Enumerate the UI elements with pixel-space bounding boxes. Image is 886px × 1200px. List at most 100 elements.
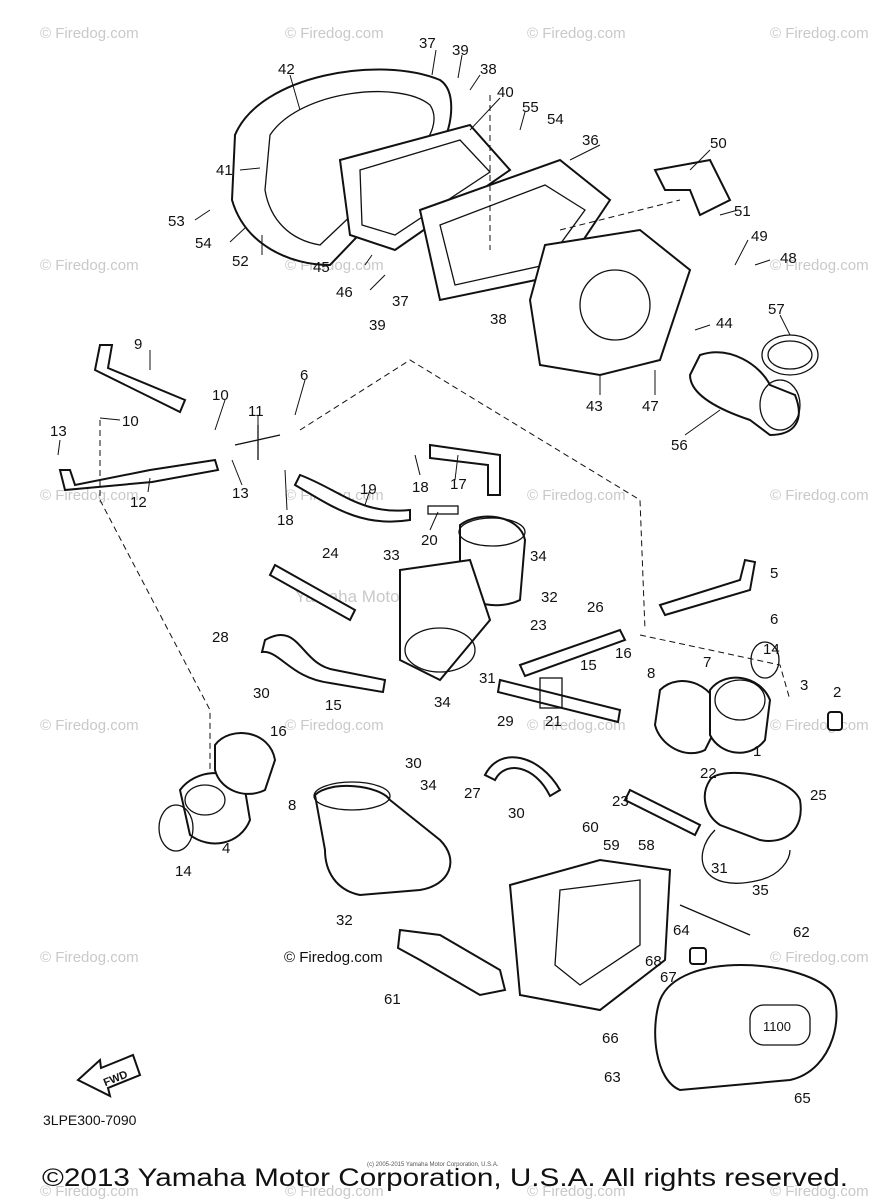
callout: 1 — [753, 743, 761, 760]
carburetor-joint-1 — [709, 676, 772, 754]
bracket-50 — [653, 158, 732, 217]
watermark: © Firedog.com — [40, 25, 139, 42]
gasket-42 — [264, 90, 435, 246]
callout: 10 — [212, 387, 229, 404]
callout: 54 — [547, 111, 564, 128]
watermark: © Firedog.com — [770, 949, 869, 966]
hose-9 — [93, 344, 187, 414]
callout: 42 — [278, 61, 295, 78]
side-cover-63 — [654, 964, 838, 1092]
callout: 58 — [638, 837, 655, 854]
callout: 52 — [232, 253, 249, 270]
watermark: © Firedog.com — [40, 949, 139, 966]
callout: 38 — [480, 61, 497, 78]
callout: 66 — [602, 1030, 619, 1047]
callout: 62 — [793, 924, 810, 941]
callout: 26 — [587, 599, 604, 616]
callout: 19 — [360, 481, 377, 498]
bracket-58 — [508, 858, 672, 1012]
watermark: © Firedog.com — [40, 1183, 139, 1200]
hose-12 — [58, 458, 220, 492]
callout: 29 — [497, 713, 514, 730]
watermark: © Firedog.com — [285, 1183, 384, 1200]
manifold-33 — [399, 558, 492, 682]
hose-27 — [483, 756, 562, 798]
callout: 32 — [336, 912, 353, 929]
callout: 48 — [780, 250, 797, 267]
watermark: © Firedog.com — [40, 257, 139, 274]
callout: 43 — [586, 398, 603, 415]
callout: 14 — [763, 641, 780, 658]
watermark: © Firedog.com — [285, 717, 384, 734]
callout: 22 — [700, 765, 717, 782]
callout: 16 — [270, 723, 287, 740]
callout: 64 — [673, 922, 690, 939]
hose-19 — [293, 473, 411, 523]
wire-35 — [701, 829, 791, 884]
callout: 4 — [222, 840, 230, 857]
callout: 23 — [612, 793, 629, 810]
callout: 6 — [300, 367, 308, 384]
callout: 24 — [322, 545, 339, 562]
watermark: © Firedog.com — [40, 487, 139, 504]
callout: 21 — [545, 713, 562, 730]
joint-32-lower — [313, 784, 452, 897]
drawing-code: 3LPE300-7090 — [43, 1112, 137, 1128]
watermark: © Firedog.com — [527, 25, 626, 42]
callout: 5 — [770, 565, 778, 582]
footer-copyright: ©2013 Yamaha Motor Corporation, U.S.A. A… — [42, 1164, 848, 1192]
callout: 65 — [794, 1090, 811, 1107]
callout: 13 — [232, 485, 249, 502]
callout: 18 — [277, 512, 294, 529]
pipe-26 — [518, 628, 627, 678]
bolt-62 — [679, 904, 751, 936]
o-ring-14 — [750, 641, 780, 679]
callout: 38 — [490, 311, 507, 328]
badge — [749, 1004, 811, 1046]
callout: 6 — [770, 611, 778, 628]
callout: 28 — [212, 629, 229, 646]
callout: 44 — [716, 315, 733, 332]
joint-56 — [688, 351, 800, 437]
callout: 8 — [647, 665, 655, 682]
clamp-7b — [214, 732, 277, 795]
center-watermark: © Firedog.com — [284, 949, 383, 966]
hose-5 — [658, 558, 757, 617]
badge-text: 1100 — [763, 1019, 791, 1034]
fwd-arrow-icon: FWD — [76, 1053, 142, 1098]
callout: 32 — [541, 589, 558, 606]
callout: 41 — [216, 162, 233, 179]
callout: 61 — [384, 991, 401, 1008]
callout: 68 — [645, 953, 662, 970]
part-drawings: 1100 — [58, 68, 843, 1092]
callout: 35 — [752, 882, 769, 899]
callout: 31 — [479, 670, 496, 687]
callout: 12 — [130, 494, 147, 511]
callout: 34 — [420, 777, 437, 794]
callout: 54 — [195, 235, 212, 252]
callout: 47 — [642, 398, 659, 415]
callout: 51 — [734, 203, 751, 220]
callout: 34 — [530, 548, 547, 565]
watermark: © Firedog.com — [40, 717, 139, 734]
callout: 14 — [175, 863, 192, 880]
callout: 25 — [810, 787, 827, 804]
watermark: © Firedog.com — [770, 257, 869, 274]
reference-lines — [99, 95, 791, 770]
callout: 53 — [168, 213, 185, 230]
callout: 9 — [134, 336, 142, 353]
stay-61 — [396, 928, 507, 997]
callout: 18 — [412, 479, 429, 496]
callout: 30 — [508, 805, 525, 822]
watermark: © Firedog.com — [770, 25, 869, 42]
grommet-64 — [689, 947, 707, 965]
callout: 45 — [313, 259, 330, 276]
footer-small-text: (c) 2005-2015 Yamaha Motor Corporation, … — [367, 1162, 499, 1168]
callout: 11 — [248, 403, 264, 420]
callout: 2 — [833, 684, 841, 701]
callout: 36 — [582, 132, 599, 149]
cap-2 — [827, 711, 843, 731]
callouts: 37 39 38 42 40 55 54 36 50 41 53 54 52 5… — [50, 35, 841, 1107]
watermark: © Firedog.com — [770, 1183, 869, 1200]
